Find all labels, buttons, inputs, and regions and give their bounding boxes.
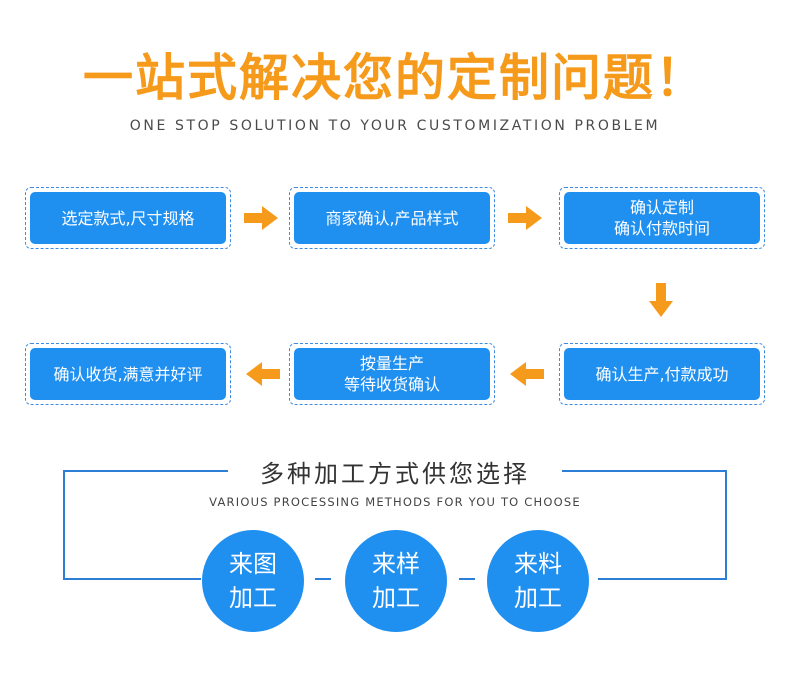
step-confirm-customization: 确认定制 确认付款时间 <box>559 187 765 249</box>
connector-line <box>315 578 331 580</box>
arrow-right-icon <box>244 206 278 230</box>
connector-line <box>598 578 727 580</box>
methods-title: 多种加工方式供您选择 <box>260 460 530 488</box>
method-label: 来样 <box>372 550 420 578</box>
methods-title-backdrop <box>228 455 562 491</box>
step-label: 等待收货确认 <box>343 375 440 394</box>
arrow-right-icon <box>508 206 542 230</box>
step-label: 确认收货,满意并好评 <box>53 364 203 384</box>
step-confirm-production: 确认生产,付款成功 <box>559 343 765 405</box>
step-label: 确认生产,付款成功 <box>595 364 729 384</box>
method-label: 加工 <box>372 584 420 612</box>
step-merchant-confirm: 商家确认,产品样式 <box>289 187 495 249</box>
method-label: 来图 <box>229 550 277 578</box>
arrow-left-icon <box>510 362 544 386</box>
step-label: 选定款式,尺寸规格 <box>61 208 195 228</box>
step-confirm-receipt: 确认收货,满意并好评 <box>25 343 231 405</box>
method-material-processing: 来料 加工 <box>487 530 589 632</box>
page-subtitle: ONE STOP SOLUTION TO YOUR CUSTOMIZATION … <box>129 118 661 134</box>
method-label: 加工 <box>514 584 562 612</box>
connector-line <box>459 578 475 580</box>
step-label: 商家确认,产品样式 <box>325 208 459 228</box>
page-title: 一站式解决您的定制问题！ <box>83 49 707 107</box>
method-label: 加工 <box>229 584 277 612</box>
step-select-style: 选定款式,尺寸规格 <box>25 187 231 249</box>
methods-subtitle: VARIOUS PROCESSING METHODS FOR YOU TO CH… <box>209 495 581 509</box>
step-label: 按量生产 <box>359 354 424 373</box>
method-drawing-processing: 来图 加工 <box>202 530 304 632</box>
step-label: 确认定制 <box>629 198 694 217</box>
method-label: 来料 <box>514 550 562 578</box>
arrow-left-icon <box>246 362 280 386</box>
step-produce-and-wait: 按量生产 等待收货确认 <box>289 343 495 405</box>
connector-line <box>63 578 201 580</box>
method-sample-processing: 来样 加工 <box>345 530 447 632</box>
arrow-down-icon <box>649 283 673 317</box>
step-label: 确认付款时间 <box>613 219 710 238</box>
